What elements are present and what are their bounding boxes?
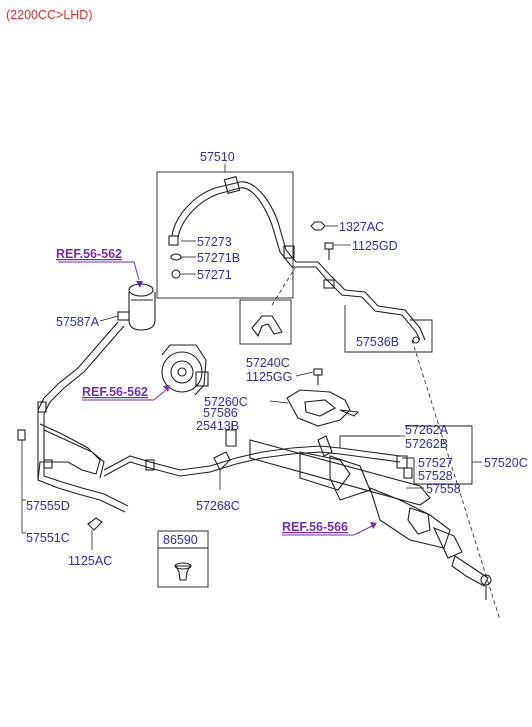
- label-57262A[interactable]: 57262A: [405, 423, 449, 437]
- gear-valve-icon: [329, 455, 371, 501]
- label-57260C[interactable]: 57260C: [204, 395, 248, 409]
- bolt-1125AC-icon: [87, 517, 103, 531]
- bolt-group-top: 1327AC 1125GD: [310, 220, 398, 289]
- label-57587A[interactable]: 57587A: [56, 315, 100, 329]
- hose-clamp-left-icon: [17, 429, 26, 441]
- label-57273[interactable]: 57273: [197, 235, 232, 249]
- bolt-1125GG-icon: [313, 368, 323, 376]
- pressure-hose-inner: [177, 187, 421, 341]
- label-86590[interactable]: 86590: [163, 533, 198, 547]
- box-57240C: [239, 299, 292, 345]
- fitting-57527-icon: [396, 455, 408, 469]
- gear-housing-icon: [249, 439, 431, 506]
- steering-gear-group: [249, 435, 492, 600]
- suction-hose-inner: [43, 325, 129, 507]
- box-57536B: [344, 305, 433, 353]
- variant-header: (2200CC>LHD): [6, 8, 93, 22]
- pipe-clip-icon: [145, 459, 155, 471]
- bolt-1125GD-head-icon: [324, 242, 334, 250]
- label-57240C[interactable]: 57240C: [246, 356, 290, 370]
- group-57555D: 57555D 57551C 1125AC: [21, 440, 112, 568]
- clip-57268C-icon: [213, 451, 231, 471]
- pump-group: REF.56-562: [82, 344, 209, 401]
- group-57586: 57586 25413B: [196, 406, 239, 447]
- label-1125AC[interactable]: 1125AC: [68, 554, 112, 568]
- gear-body-icon: [299, 451, 351, 491]
- grommet-86590-icon: [175, 565, 191, 581]
- label-57268C[interactable]: 57268C: [196, 499, 240, 513]
- rack-boot-icon: [369, 487, 451, 549]
- washer-57271B-icon: [170, 253, 182, 261]
- reservoir-group: REF.56-562 57587A: [56, 247, 156, 331]
- pressure-hose: [171, 181, 426, 341]
- ref-gear[interactable]: REF.56-566: [282, 520, 348, 534]
- hose-clamp-icon: [323, 279, 335, 289]
- group-57520C: 57262A 57262B 57520C 57527 57528 57558: [339, 423, 528, 496]
- fitting-57528-icon: [403, 467, 413, 479]
- label-57520C[interactable]: 57520C: [484, 456, 528, 470]
- return-line: [103, 445, 401, 471]
- hose-crimp-fitting: [223, 176, 241, 194]
- ref-pump[interactable]: REF.56-562: [82, 385, 148, 399]
- pump-housing-icon: [161, 344, 207, 396]
- tie-rod-icon: [451, 555, 489, 587]
- reservoir-outlet-fitting: [117, 311, 130, 321]
- box-86590: [157, 530, 209, 588]
- return-pipes: [17, 321, 401, 513]
- label-1327AC[interactable]: 1327AC: [339, 220, 384, 234]
- clip-25413B-icon: [225, 429, 237, 447]
- group-86590: 86590: [157, 530, 209, 588]
- reservoir-cap-icon: [128, 283, 154, 297]
- return-line-inner: [103, 451, 401, 477]
- hose-end-fitting: [283, 245, 295, 259]
- heat-shield-icon: [286, 389, 351, 427]
- oring-57271-icon: [171, 269, 181, 279]
- nut-1327AC-icon: [310, 221, 326, 231]
- group-57536B: 57536B: [344, 305, 501, 621]
- label-1125GG[interactable]: 1125GG: [246, 370, 292, 384]
- fitting-57273-icon: [168, 235, 179, 246]
- label-57262B[interactable]: 57262B: [405, 437, 448, 451]
- label-57555D[interactable]: 57555D: [26, 499, 70, 513]
- label-25413B[interactable]: 25413B: [196, 419, 239, 433]
- label-57558[interactable]: 57558: [426, 482, 461, 496]
- label-57271B[interactable]: 57271B: [197, 251, 240, 265]
- ref-reservoir[interactable]: REF.56-562: [56, 247, 122, 261]
- rack-bellows-icon: [432, 526, 463, 559]
- shield-57260C-group: 57260C: [204, 389, 360, 427]
- label-57528[interactable]: 57528: [418, 469, 453, 483]
- label-57527[interactable]: 57527: [418, 456, 453, 470]
- return-hose-loop: [37, 423, 101, 481]
- ref-gear-group: REF.56-566: [282, 520, 377, 536]
- reservoir-tank-icon: [128, 292, 156, 331]
- label-57551C[interactable]: 57551C: [26, 531, 70, 545]
- suction-hose: [37, 321, 126, 513]
- label-57271[interactable]: 57271: [197, 268, 232, 282]
- group-57268C: 57268C: [196, 451, 240, 513]
- bracket-57240C-icon: [251, 315, 283, 338]
- label-1125GD[interactable]: 1125GD: [352, 239, 398, 253]
- label-57510[interactable]: 57510: [200, 150, 235, 164]
- label-57586[interactable]: 57586: [203, 406, 238, 420]
- pressure-hose-group: 57510 57273 57271B 57271: [156, 150, 426, 341]
- bracket-57240C-group: 57240C 1125GG: [239, 267, 323, 385]
- label-57536B[interactable]: 57536B: [356, 335, 399, 349]
